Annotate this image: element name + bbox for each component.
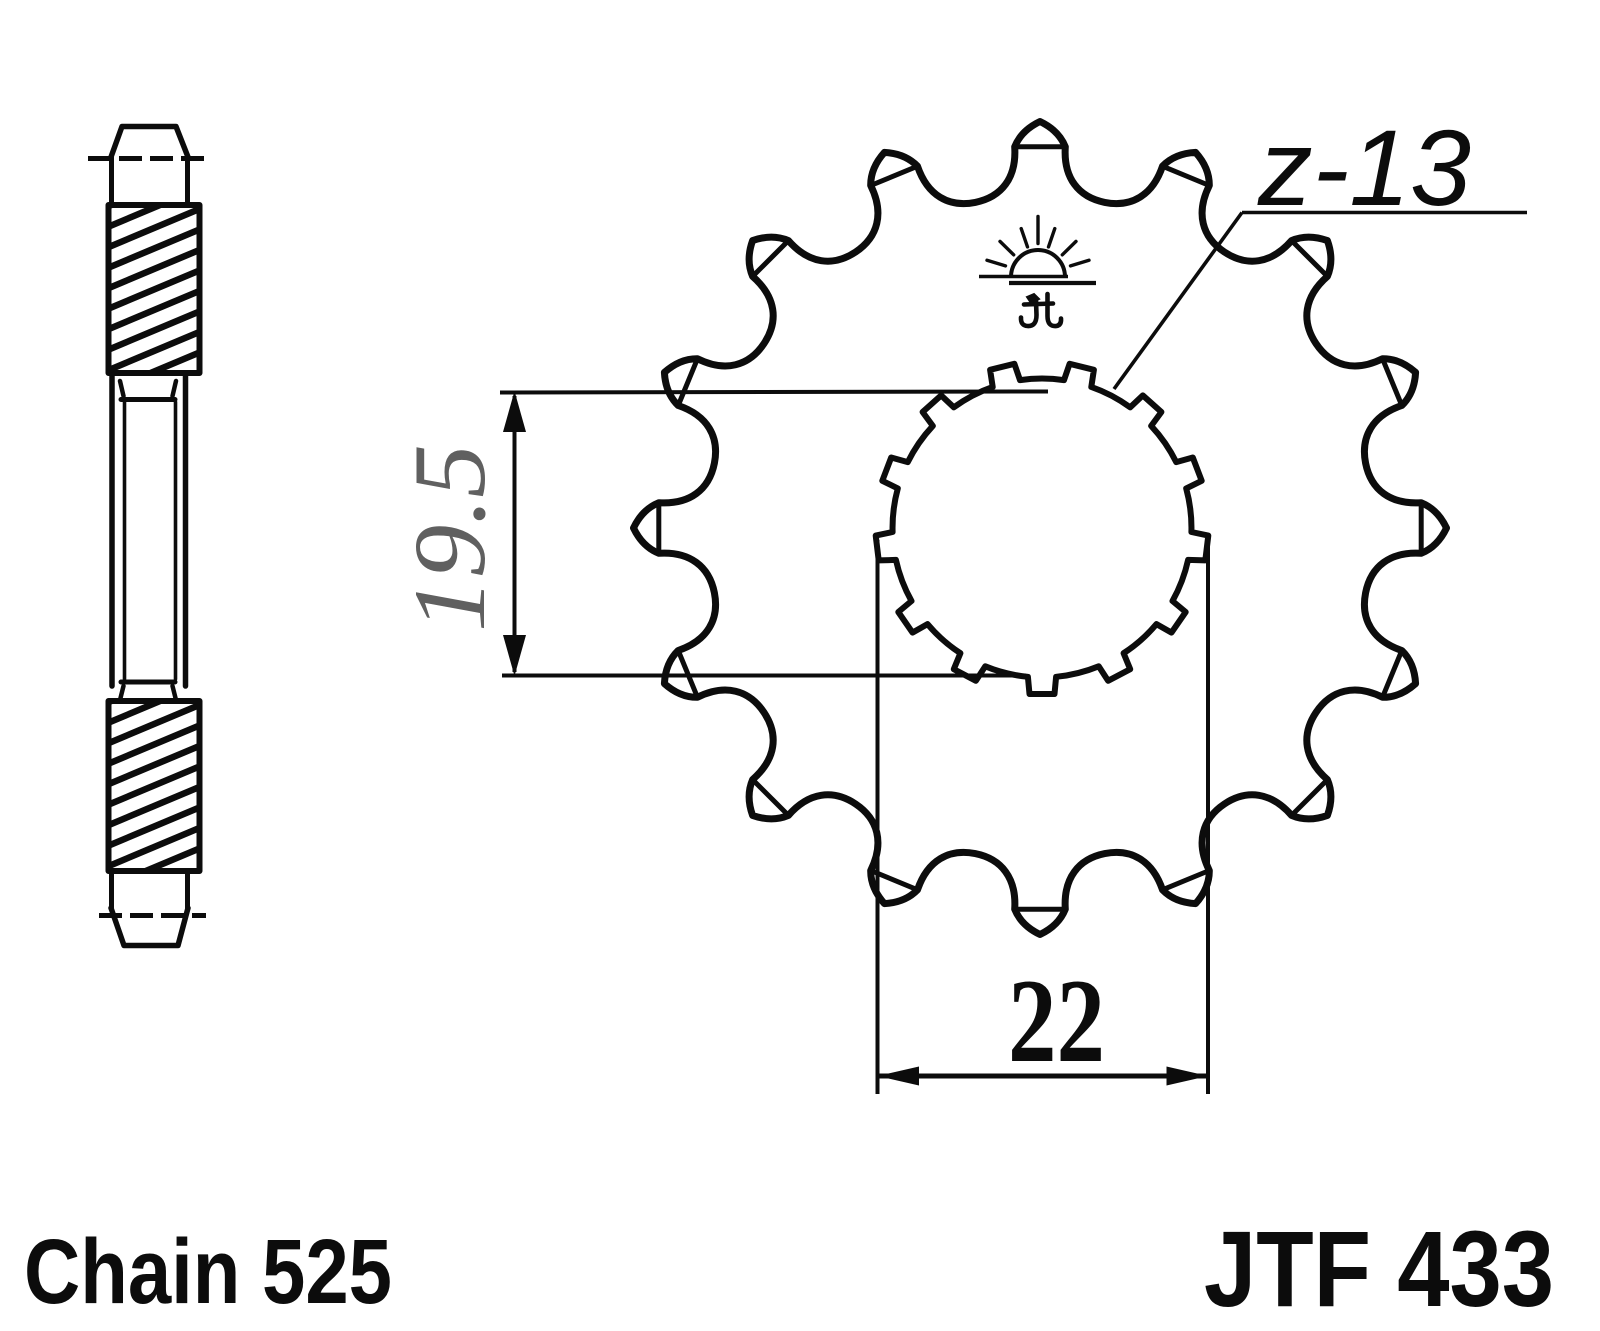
svg-text:JTF 433: JTF 433	[1204, 1208, 1554, 1329]
svg-text:z-13: z-13	[1257, 107, 1471, 228]
svg-text:19.5: 19.5	[393, 444, 507, 632]
svg-text:Chain 525: Chain 525	[24, 1221, 392, 1323]
svg-text:22: 22	[1008, 954, 1105, 1087]
